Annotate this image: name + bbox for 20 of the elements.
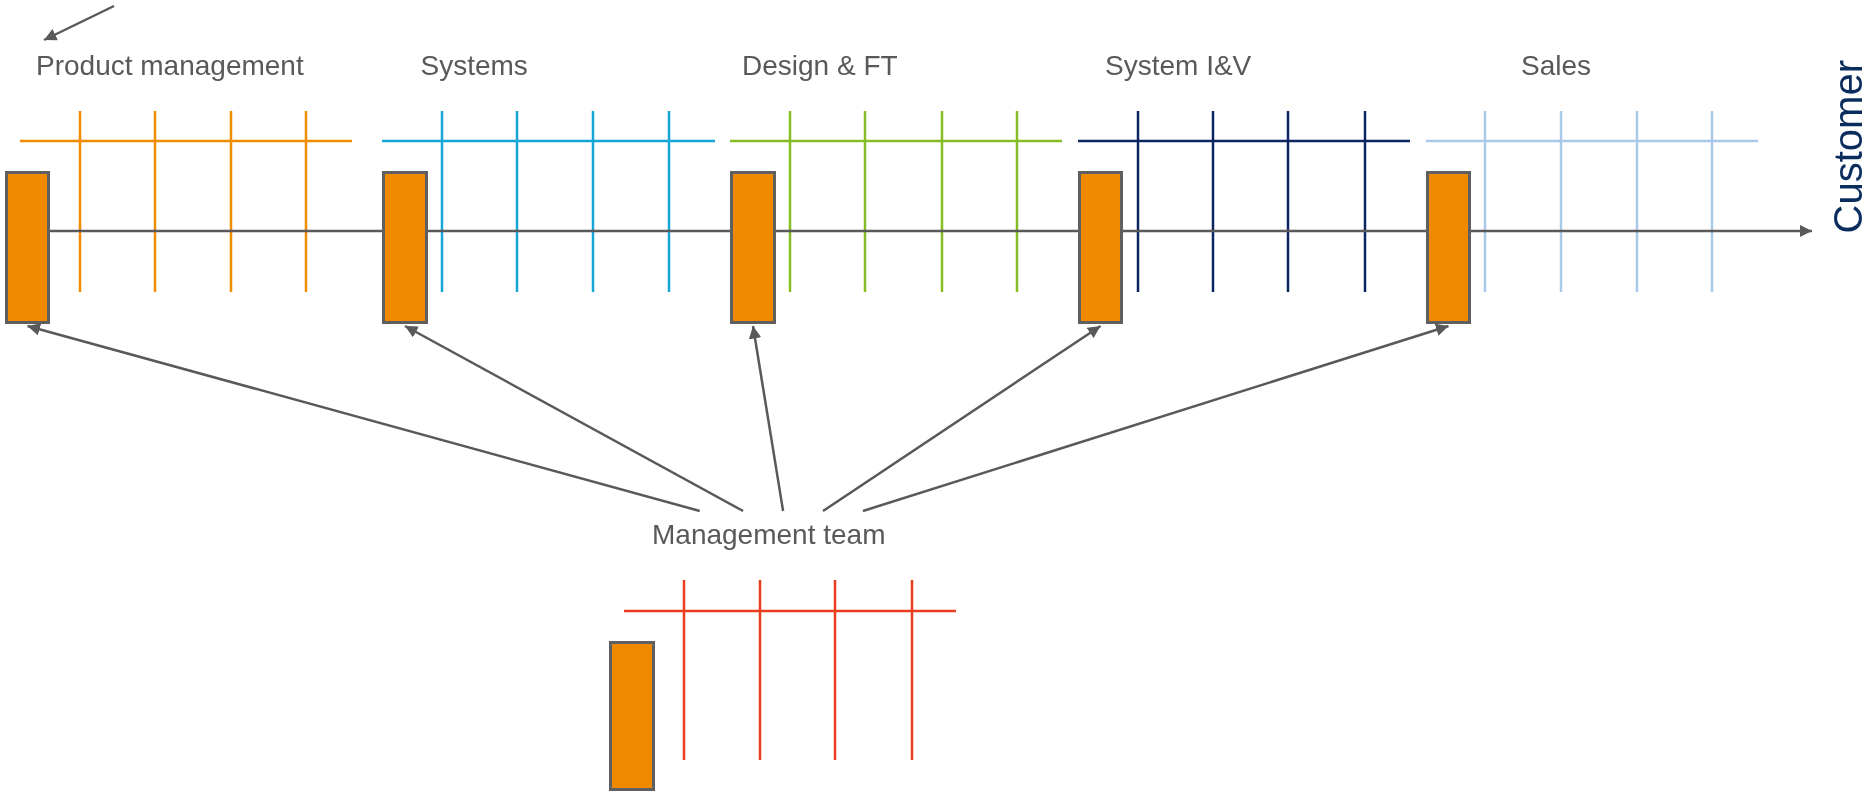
group-heading: Product management — [36, 48, 304, 84]
process-bar — [5, 171, 50, 324]
arrow — [748, 325, 785, 512]
group-heading: Design & FT — [742, 49, 898, 83]
process-bar — [609, 641, 655, 791]
process-bar — [1426, 171, 1471, 324]
arrow — [27, 323, 701, 513]
arrow — [43, 4, 115, 42]
process-bar — [382, 171, 428, 324]
process-bar — [1078, 171, 1123, 324]
arrow — [862, 323, 1449, 513]
group-heading: Sales — [1521, 49, 1592, 83]
vertical-label: Customer — [1826, 60, 1870, 234]
arrow — [1471, 224, 1812, 238]
arrow — [822, 324, 1102, 513]
arrow — [404, 324, 744, 513]
group-heading: Management team — [652, 517, 886, 553]
process-bar — [730, 171, 776, 324]
group-heading: System I&V — [1105, 49, 1252, 83]
group-heading: Systems — [420, 49, 528, 83]
